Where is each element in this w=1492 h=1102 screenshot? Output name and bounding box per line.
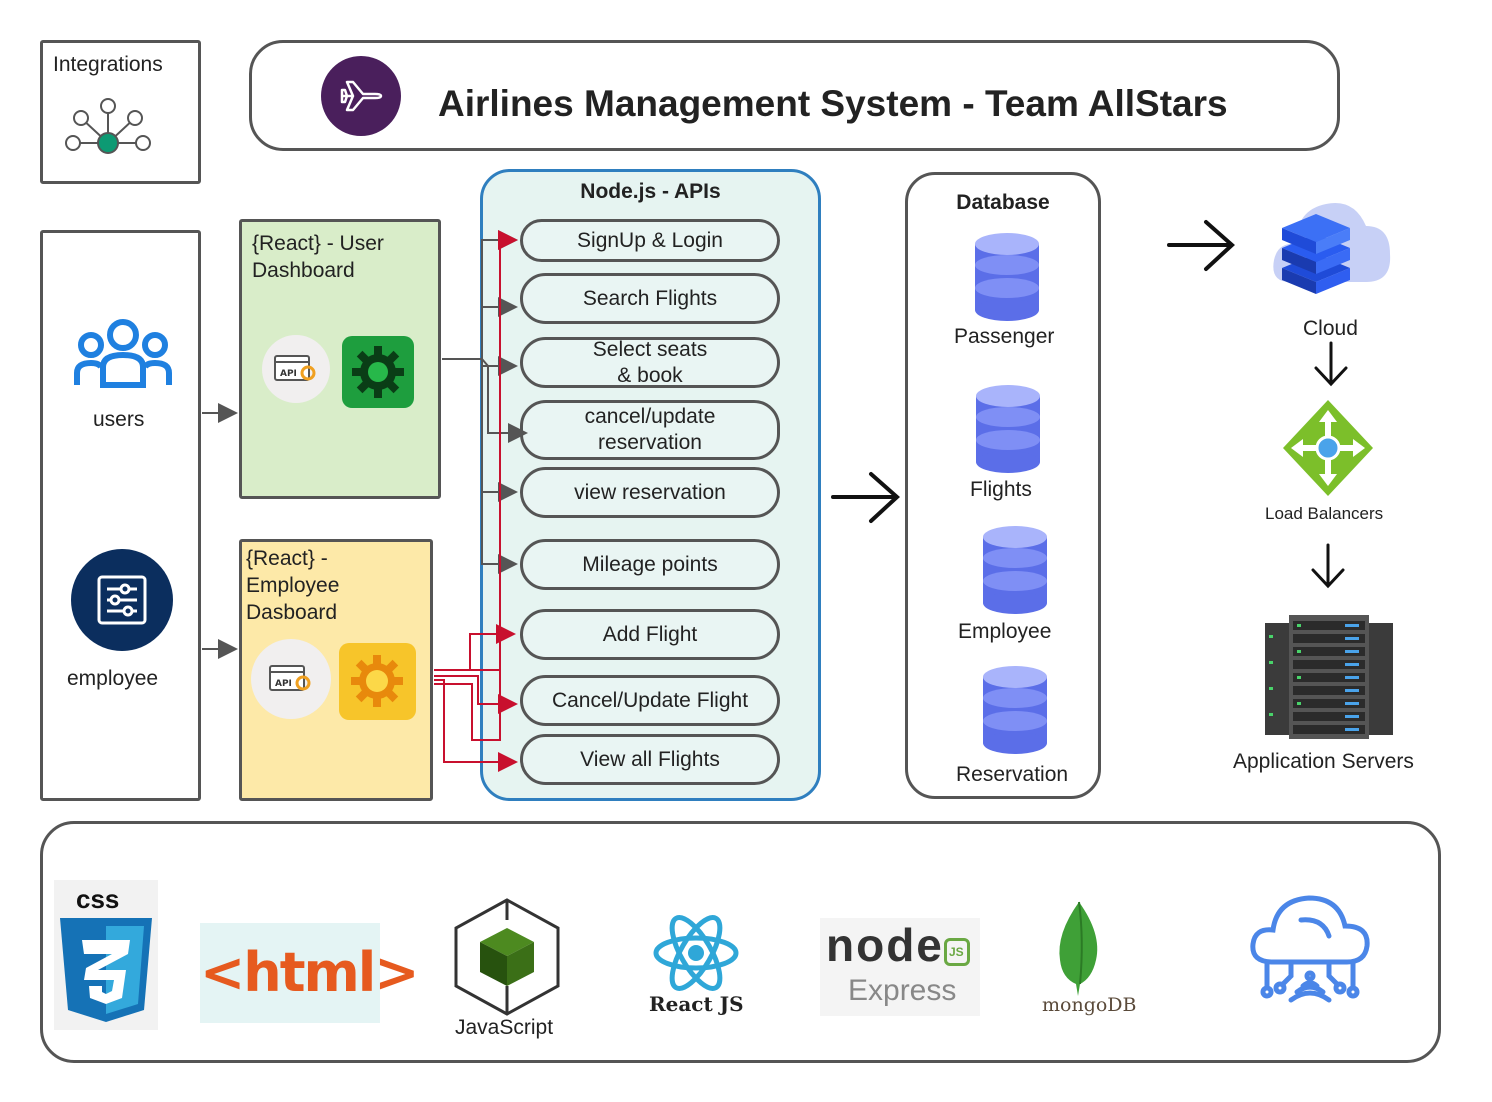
db-label-flights: Flights bbox=[970, 478, 1032, 501]
database-icon bbox=[976, 385, 1040, 473]
api-item: view reservation bbox=[520, 467, 780, 518]
app-servers-label: Application Servers bbox=[1233, 750, 1414, 773]
mongodb-logo: mongoDB bbox=[1026, 900, 1137, 1020]
svg-text:API: API bbox=[275, 679, 292, 689]
database-title: Database bbox=[956, 191, 1050, 214]
css-label: CSS bbox=[76, 884, 120, 914]
css-logo: CSS bbox=[54, 880, 158, 1030]
employee-avatar bbox=[71, 549, 173, 651]
cloud-network-icon bbox=[1250, 895, 1370, 1003]
cloud-label: Cloud bbox=[1303, 317, 1358, 340]
html-logo: <html> bbox=[200, 923, 420, 1023]
api-icon-user: API bbox=[262, 335, 330, 403]
gear-icon-yellow bbox=[339, 643, 416, 720]
actors-panel: users employee bbox=[40, 230, 201, 801]
mongodb-leaf-icon bbox=[1059, 901, 1098, 996]
gear-icon bbox=[352, 346, 404, 398]
node-label: node bbox=[826, 919, 944, 971]
api-item: Add Flight bbox=[520, 609, 780, 660]
page-title: Airlines Management System - Team AllSta… bbox=[438, 83, 1228, 124]
api-item: SignUp & Login bbox=[520, 219, 780, 262]
integrations-label: Integrations bbox=[53, 53, 163, 76]
mongodb-label: mongoDB bbox=[1042, 994, 1137, 1016]
react-atom-icon bbox=[653, 915, 739, 991]
settings-sliders-icon bbox=[97, 575, 147, 625]
tech-stack-panel bbox=[40, 821, 1441, 1063]
app-servers-icon bbox=[1265, 615, 1393, 739]
javascript-label: JavaScript bbox=[455, 1016, 554, 1039]
database-panel: Database bbox=[905, 172, 1101, 799]
api-item: Cancel/Update Flight bbox=[520, 675, 780, 726]
api-item: View all Flights bbox=[520, 734, 780, 785]
user-dashboard: {React} - User Dashboard API bbox=[239, 219, 441, 499]
api-item: Select seats & book bbox=[520, 337, 780, 388]
database-icon bbox=[983, 526, 1047, 614]
db-label-passenger: Passenger bbox=[954, 325, 1055, 348]
title-panel: Airlines Management System - Team AllSta… bbox=[249, 40, 1340, 151]
plane-logo bbox=[321, 56, 401, 136]
api-window-icon: API bbox=[274, 355, 316, 381]
integrations-panel: Integrations bbox=[40, 40, 201, 184]
airplane-icon bbox=[340, 80, 383, 112]
load-balancer-icon bbox=[1283, 400, 1373, 496]
gear-icon-green bbox=[342, 336, 414, 408]
node-express-logo: node JS Express bbox=[820, 918, 980, 1016]
database-icon bbox=[983, 666, 1047, 754]
employee-label: employee bbox=[67, 667, 159, 690]
api-panel-title: Node.js - APIs bbox=[580, 180, 721, 203]
load-balancers-label: Load Balancers bbox=[1265, 504, 1384, 523]
node-js-label: JS bbox=[949, 945, 964, 959]
employee-dashboard: {React} - Employee Dasboard API bbox=[239, 539, 433, 801]
database-icon bbox=[975, 233, 1039, 321]
api-window-icon: API bbox=[269, 665, 311, 691]
cloud-icon bbox=[1273, 202, 1391, 294]
api-item: Mileage points bbox=[520, 539, 780, 590]
network-icon bbox=[65, 98, 151, 154]
css3-shield-icon bbox=[60, 918, 152, 1022]
db-label-reservation: Reservation bbox=[956, 763, 1069, 786]
api-item: cancel/update reservation bbox=[520, 400, 780, 460]
html-label: <html> bbox=[200, 941, 420, 1004]
users-label: users bbox=[93, 408, 145, 431]
gear-icon bbox=[351, 655, 403, 707]
api-item: Search Flights bbox=[520, 273, 780, 324]
express-label: Express bbox=[848, 974, 957, 1007]
react-label: React JS bbox=[649, 992, 744, 1016]
users-icon bbox=[74, 319, 172, 388]
node-js-badge: JS bbox=[944, 938, 970, 966]
svg-text:API: API bbox=[280, 369, 297, 379]
javascript-cube-icon bbox=[454, 898, 560, 1016]
db-label-employee: Employee bbox=[958, 620, 1052, 643]
employee-dashboard-label: {React} - Employee Dasboard bbox=[246, 547, 340, 624]
react-logo: React JS bbox=[640, 904, 750, 1024]
user-dashboard-label: {React} - User Dashboard bbox=[252, 232, 384, 282]
api-icon-employee: API bbox=[251, 639, 331, 719]
